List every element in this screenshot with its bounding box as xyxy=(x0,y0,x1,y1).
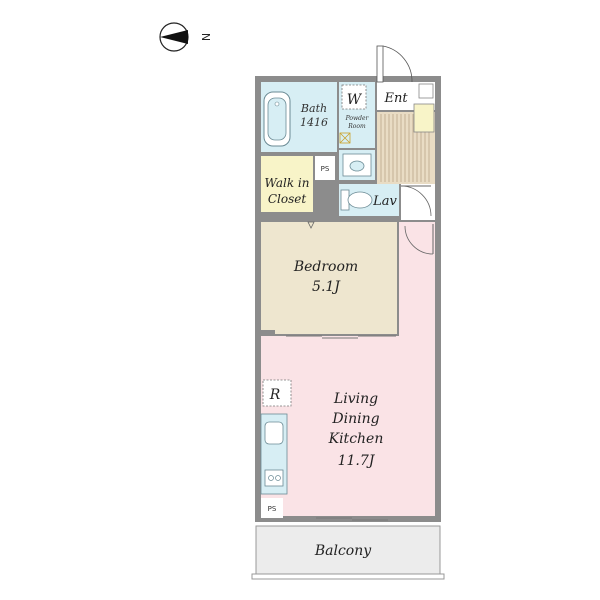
hall-area xyxy=(401,184,435,220)
powder-label-1: Powder xyxy=(345,115,370,122)
entrance-door xyxy=(376,45,413,83)
vent-icon xyxy=(339,132,351,144)
bath-name-label: Bath xyxy=(300,102,327,115)
bedroom xyxy=(261,222,397,334)
walkin-closet xyxy=(261,156,313,212)
ldk-label-3: Kitchen xyxy=(328,431,384,447)
ps-top-label: PS xyxy=(321,165,330,173)
compass-north-label: N xyxy=(199,33,212,41)
w-label: W xyxy=(347,92,363,108)
hall-door-swing-2 xyxy=(404,225,434,255)
ps-top-box xyxy=(315,156,335,180)
lav-label: Lav xyxy=(372,194,397,209)
ldk-label-1: Living xyxy=(333,391,378,407)
balcony-label: Balcony xyxy=(314,543,372,559)
washer-space xyxy=(341,84,367,110)
bedroom-name-label: Bedroom xyxy=(293,259,358,275)
balcony xyxy=(255,525,441,575)
powder-sink xyxy=(342,153,372,177)
wall-nub xyxy=(261,330,275,334)
walkin-label-1: Walk in xyxy=(265,176,310,190)
compass: N xyxy=(159,22,212,52)
compass-needle-icon xyxy=(160,30,188,44)
closet-door-marker xyxy=(307,221,315,229)
bath-size-label: 1416 xyxy=(300,116,328,129)
refrigerator-label: R xyxy=(269,387,281,403)
balcony-rail xyxy=(251,573,445,580)
refrigerator-space xyxy=(262,379,292,407)
shoe-cabinet xyxy=(413,103,435,133)
ps-bottom-box xyxy=(261,498,283,518)
entrance-hatch xyxy=(380,114,430,182)
kitchen-counter xyxy=(260,413,288,495)
meter-box xyxy=(418,83,434,99)
ldk-size-label: 11.7J xyxy=(338,453,376,469)
sliding-doors xyxy=(286,335,396,521)
ps-bottom-label: PS xyxy=(268,505,277,513)
toilet xyxy=(340,189,373,211)
bedroom-size-label: 5.1J xyxy=(312,279,341,295)
entrance-label: Ent xyxy=(383,91,408,106)
bathtub xyxy=(263,91,291,147)
ldk-room xyxy=(261,222,435,516)
powder-label-2: Room xyxy=(347,123,366,130)
ldk-label-2: Dining xyxy=(331,411,379,427)
walkin-label-2: Closet xyxy=(268,192,307,206)
